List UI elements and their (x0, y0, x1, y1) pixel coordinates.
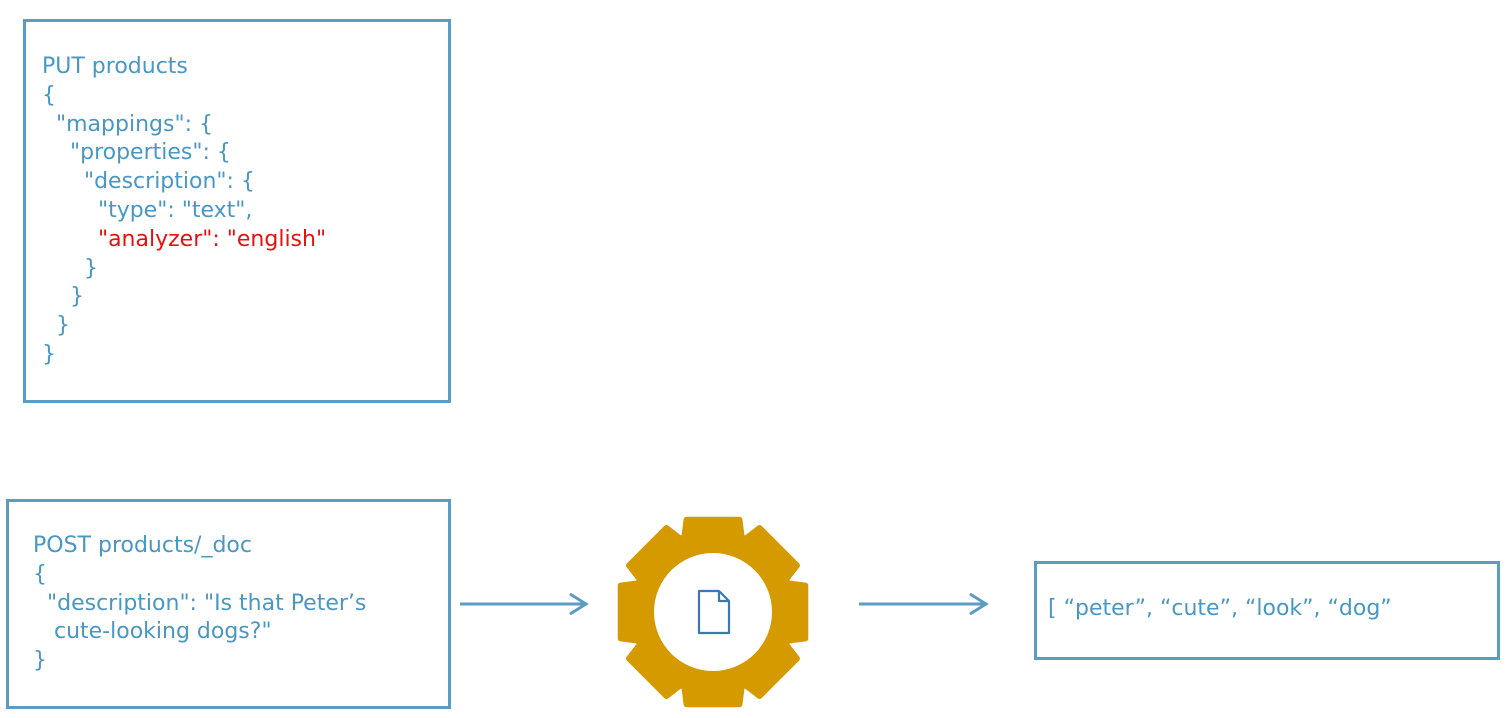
mapping_request-line: "properties": { (42, 139, 326, 168)
arrow-to-tokens (859, 592, 989, 616)
index_request-line: { (33, 561, 366, 590)
mapping_request-line-text: PUT products (42, 54, 188, 79)
index_request-line: } (33, 647, 366, 676)
mapping_request-line: "description": { (42, 168, 326, 197)
index_request-line-text: cute-looking dogs?" (53, 619, 272, 645)
index_request-line: POST products/_doc (33, 532, 366, 561)
mapping_request-line: { (42, 82, 326, 111)
mapping_request-line-text: } (83, 255, 98, 281)
mapping_request-line-text: } (56, 313, 70, 339)
mapping-request-code: PUT products { "mappings": { "properties"… (42, 53, 326, 370)
tokens-output-box: [ “peter”, “cute”, “look”, “dog” (1034, 561, 1500, 660)
mapping_request-line-text: { (42, 82, 56, 108)
tokens-output-text: [ “peter”, “cute”, “look”, “dog” (1048, 596, 1392, 621)
mapping_request-line: } (42, 283, 326, 312)
mapping_request-line-text: } (42, 341, 56, 367)
mapping_request-line-text: } (69, 284, 84, 310)
mapping_request-line: "mappings": { (42, 111, 326, 140)
mapping_request-line: "type": "text", (42, 197, 326, 226)
mapping_request-line-text: "mappings": { (56, 111, 213, 137)
mapping_request-line-text: "type": "text", (97, 197, 253, 223)
document-icon (697, 589, 731, 635)
index_request-line-text: { (33, 561, 47, 587)
mapping_request-line-text: "properties": { (69, 140, 231, 166)
mapping_request-line-text: "description": { (83, 169, 255, 195)
mapping_request-line: "analyzer": "english" (42, 226, 326, 255)
mapping_request-line: PUT products (42, 53, 326, 82)
index-request-box: POST products/_doc { "description": "Is t… (6, 499, 451, 709)
index_request-line-text: POST products/_doc (33, 533, 252, 558)
mapping_request-line-text: "analyzer": "english" (97, 226, 327, 252)
index_request-line: "description": "Is that Peter’s (33, 590, 366, 619)
index_request-line: cute-looking dogs?" (33, 618, 366, 647)
mapping_request-line: } (42, 341, 326, 370)
index_request-line-text: "description": "Is that Peter’s (47, 590, 367, 616)
arrow-to-analyzer (460, 592, 589, 616)
mapping_request-line: } (42, 312, 326, 341)
index-request-code: POST products/_doc { "description": "Is t… (33, 532, 366, 676)
index_request-line-text: } (33, 648, 47, 674)
mapping-request-box: PUT products { "mappings": { "properties"… (23, 19, 451, 403)
mapping_request-line: } (42, 255, 326, 284)
